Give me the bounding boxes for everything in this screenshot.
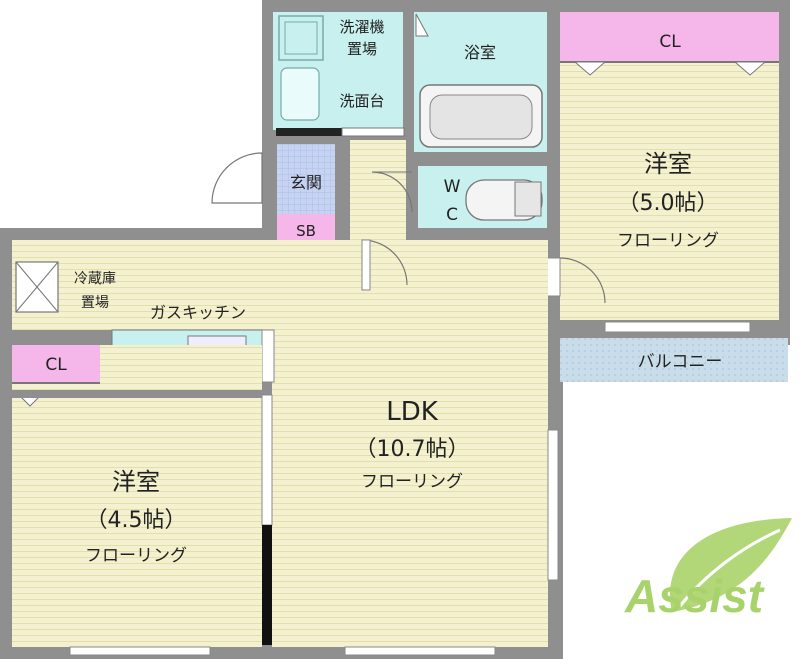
washbasin <box>280 67 320 121</box>
balcony-label: バルコニー <box>638 352 723 372</box>
room1-name: 洋室 <box>644 150 692 178</box>
wc-w-label: W <box>444 177 461 197</box>
bath-label: 浴室 <box>464 43 496 62</box>
washing-machine-space <box>278 15 324 61</box>
room1-floor: フローリング <box>617 231 719 251</box>
closet-left-label: CL <box>45 355 67 375</box>
ldk-size: （10.7帖） <box>355 437 470 462</box>
kitchen-label: ガスキッチン <box>150 303 246 322</box>
wc-c-label: C <box>446 205 458 225</box>
sb-label: SB <box>296 222 316 240</box>
ldk <box>12 240 548 330</box>
room2-floor: フローリング <box>85 546 187 566</box>
hallway <box>350 140 406 240</box>
leaf-logo-icon <box>669 518 792 612</box>
logo: Assist <box>624 518 792 622</box>
entrance-label: 玄関 <box>290 173 322 192</box>
laundry-label-2: 置場 <box>347 40 377 58</box>
fridge-label-2: 置場 <box>81 295 109 311</box>
logo-text: Assist <box>624 570 765 622</box>
closet-top-label: CL <box>659 32 681 52</box>
room1-size: （5.0帖） <box>618 191 719 216</box>
ldk-main <box>272 330 548 647</box>
entrance <box>277 144 335 214</box>
closet-left <box>12 345 100 383</box>
balcony <box>560 338 788 382</box>
ldk-name: LDK <box>386 397 439 427</box>
room2-name: 洋室 <box>112 468 160 496</box>
fridge-label-1: 冷蔵庫 <box>74 270 116 287</box>
room2-size: （4.5帖） <box>86 508 187 533</box>
laundry-label-1: 洗濯機 <box>339 18 384 36</box>
shoe-box <box>277 214 335 244</box>
ldk-floor: フローリング <box>361 472 463 492</box>
entrance-door <box>211 152 263 204</box>
closet-top <box>560 12 779 62</box>
washbasin-label: 洗面台 <box>339 92 384 110</box>
